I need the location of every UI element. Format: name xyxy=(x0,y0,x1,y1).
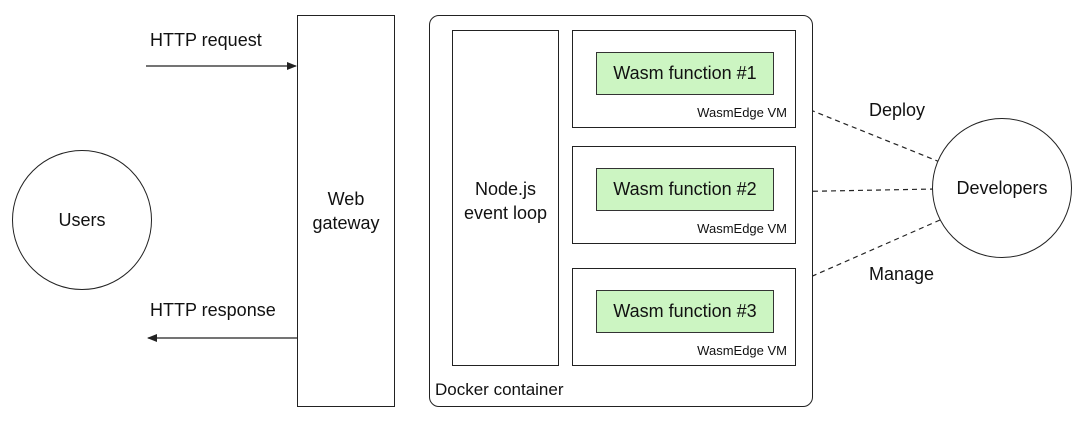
wasmedge-vm-1-label: WasmEdge VM xyxy=(697,105,787,120)
wasmedge-vm-2: Wasm function #2 WasmEdge VM xyxy=(572,146,796,244)
users-label: Users xyxy=(58,210,106,230)
docker-container-label: Docker container xyxy=(435,380,564,399)
web-gateway-label: Web gateway xyxy=(312,189,380,233)
wasmedge-vm-2-label: WasmEdge VM xyxy=(697,221,787,236)
http-response-label: HTTP response xyxy=(150,300,276,320)
wasm-function-2: Wasm function #2 xyxy=(596,168,774,211)
wasmedge-vm-3-label: WasmEdge VM xyxy=(697,343,787,358)
manage-arrow xyxy=(773,219,941,294)
wasmedge-vm-3: Wasm function #3 WasmEdge VM xyxy=(572,268,796,366)
wasmedge-vm-1: Wasm function #1 WasmEdge VM xyxy=(572,30,796,128)
users-node: Users xyxy=(12,150,152,290)
deploy-arrow xyxy=(772,94,941,163)
deploy-label: Deploy xyxy=(869,100,926,120)
developers-label: Developers xyxy=(956,178,1048,198)
wasm-function-1: Wasm function #1 xyxy=(596,52,774,95)
event-loop-node: Node.js event loop xyxy=(452,30,559,366)
manage-label: Manage xyxy=(869,264,935,284)
event-loop-label: Node.js event loop xyxy=(463,179,548,223)
developers-node: Developers xyxy=(932,118,1072,258)
wasm-function-3: Wasm function #3 xyxy=(596,290,774,333)
web-gateway-node: Web gateway xyxy=(297,15,395,407)
http-request-label: HTTP request xyxy=(150,30,262,50)
